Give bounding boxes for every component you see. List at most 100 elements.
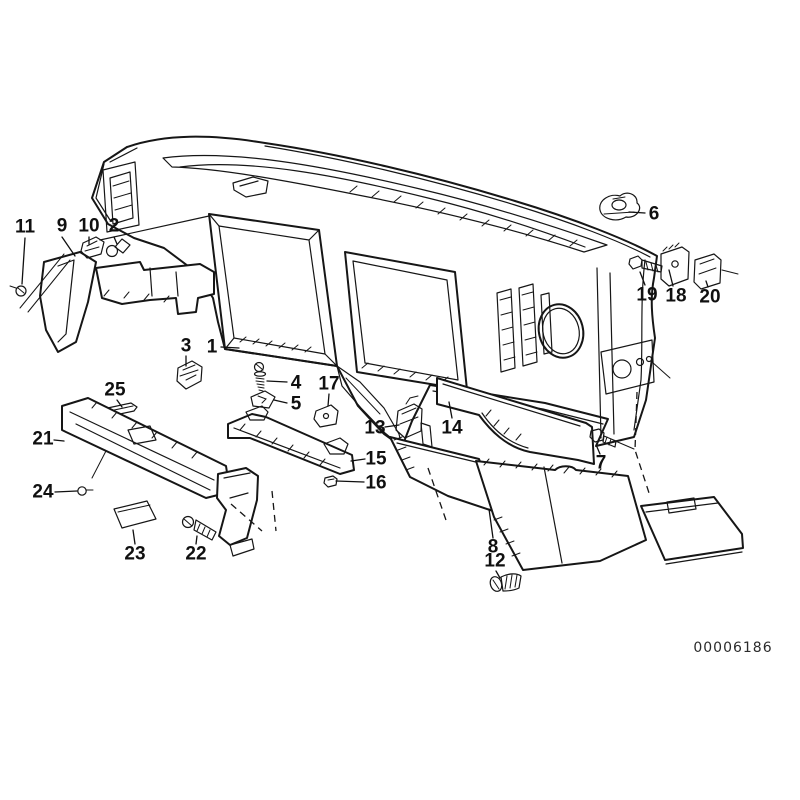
callout-leader-line xyxy=(639,271,646,286)
callout-2: 2 xyxy=(109,216,120,245)
callout-11: 11 xyxy=(15,217,36,285)
callout-leader-line xyxy=(21,237,26,285)
part-24-grommet xyxy=(77,486,94,496)
part-2-bulb xyxy=(105,238,131,258)
callout-23: 23 xyxy=(124,529,146,565)
callout-10: 10 xyxy=(78,216,100,245)
callout-leader-line xyxy=(628,211,646,214)
callout-leader-line xyxy=(116,399,123,408)
callout-16: 16 xyxy=(335,473,387,494)
callout-20: 20 xyxy=(699,280,721,308)
part-3-clip xyxy=(176,360,203,390)
callout-number: 13 xyxy=(364,418,385,439)
callout-5: 5 xyxy=(273,394,302,415)
callout-number: 19 xyxy=(636,285,657,306)
callout-number: 22 xyxy=(185,544,206,565)
callout-leader-line xyxy=(596,446,601,455)
alignment-lines xyxy=(230,361,671,532)
part-15-rail xyxy=(227,405,355,475)
callout-leader-line xyxy=(273,399,288,404)
callout-leader-line xyxy=(488,508,494,539)
part-23-pad xyxy=(113,500,157,529)
callout-leader-line xyxy=(53,439,65,442)
callout-leader-line xyxy=(384,424,400,428)
callout-number: 24 xyxy=(32,482,54,503)
callout-number: 25 xyxy=(104,380,126,401)
part-5-clip xyxy=(250,390,276,409)
callout-leader-line xyxy=(132,529,136,545)
dashboard-body xyxy=(91,135,658,448)
callout-leader-line xyxy=(350,458,366,462)
part-22-screw xyxy=(181,515,217,541)
callout-leader-line xyxy=(448,401,453,419)
callout-7: 7 xyxy=(596,446,607,474)
callout-24: 24 xyxy=(32,482,78,503)
callout-number: 5 xyxy=(291,394,302,415)
callout-leader-line xyxy=(327,393,330,407)
callout-number: 6 xyxy=(649,204,660,225)
callout-1: 1 xyxy=(207,337,240,358)
part-7-screw xyxy=(589,428,635,450)
callout-6: 6 xyxy=(628,204,660,225)
callout-number: 4 xyxy=(291,373,302,394)
callout-17: 17 xyxy=(318,374,340,407)
callout-number: 1 xyxy=(207,337,218,358)
callout-number: 11 xyxy=(15,217,36,238)
part-14-trim-strip xyxy=(436,377,595,465)
part-16-clip xyxy=(323,475,338,488)
callout-12: 12 xyxy=(484,551,506,579)
part-21-lower-trim xyxy=(61,397,259,557)
part-11-grommet xyxy=(9,285,27,297)
part-18-bracket xyxy=(660,242,690,287)
callout-leader-line xyxy=(113,236,118,245)
callout-number: 15 xyxy=(365,449,387,470)
diagram-id-number: 00006186 xyxy=(693,640,772,656)
callout-leader-line xyxy=(705,280,709,288)
callout-number: 10 xyxy=(78,216,99,237)
callout-number: 2 xyxy=(109,216,120,237)
callout-number: 9 xyxy=(57,216,68,237)
callout-number: 14 xyxy=(441,418,463,439)
callout-number: 12 xyxy=(484,551,505,572)
callout-4: 4 xyxy=(266,373,302,394)
callout-leader-line xyxy=(220,346,240,349)
callout-9: 9 xyxy=(57,216,76,257)
callout-leader-line xyxy=(195,535,198,545)
callout-leader-line xyxy=(668,269,674,287)
callout-25: 25 xyxy=(104,380,126,408)
callout-number: 7 xyxy=(596,453,607,474)
callout-number: 21 xyxy=(32,429,54,450)
part-8-knee-panel xyxy=(389,436,647,571)
carpet-piece xyxy=(640,496,744,565)
callout-number: 23 xyxy=(124,544,145,565)
callout-22: 22 xyxy=(185,535,207,565)
callout-21: 21 xyxy=(32,429,65,450)
part-6-grommet xyxy=(599,192,641,221)
callout-15: 15 xyxy=(350,449,387,470)
part-12-screw xyxy=(489,573,522,592)
callout-18: 18 xyxy=(665,269,687,307)
callout-3: 3 xyxy=(181,336,192,367)
part-4-screw xyxy=(253,361,267,392)
callout-13: 13 xyxy=(364,418,400,439)
center-vent-slots xyxy=(496,283,553,373)
callout-leader-line xyxy=(266,380,288,383)
callout-number: 16 xyxy=(365,473,386,494)
callout-number: 18 xyxy=(665,286,686,307)
speedometer-opening xyxy=(537,303,585,359)
callout-leader-line xyxy=(61,236,76,257)
right-cowl-end xyxy=(596,259,655,439)
callout-number: 17 xyxy=(318,374,339,395)
callout-19: 19 xyxy=(636,271,658,306)
callout-number: 8 xyxy=(488,537,499,558)
callout-14: 14 xyxy=(441,401,463,439)
part-20-clip xyxy=(693,253,739,290)
callout-8: 8 xyxy=(488,508,499,558)
part-9-lower-trim-left xyxy=(19,251,215,353)
callout-number: 3 xyxy=(181,336,192,357)
part-10-clip xyxy=(80,236,105,259)
part-17-clip xyxy=(313,404,339,428)
